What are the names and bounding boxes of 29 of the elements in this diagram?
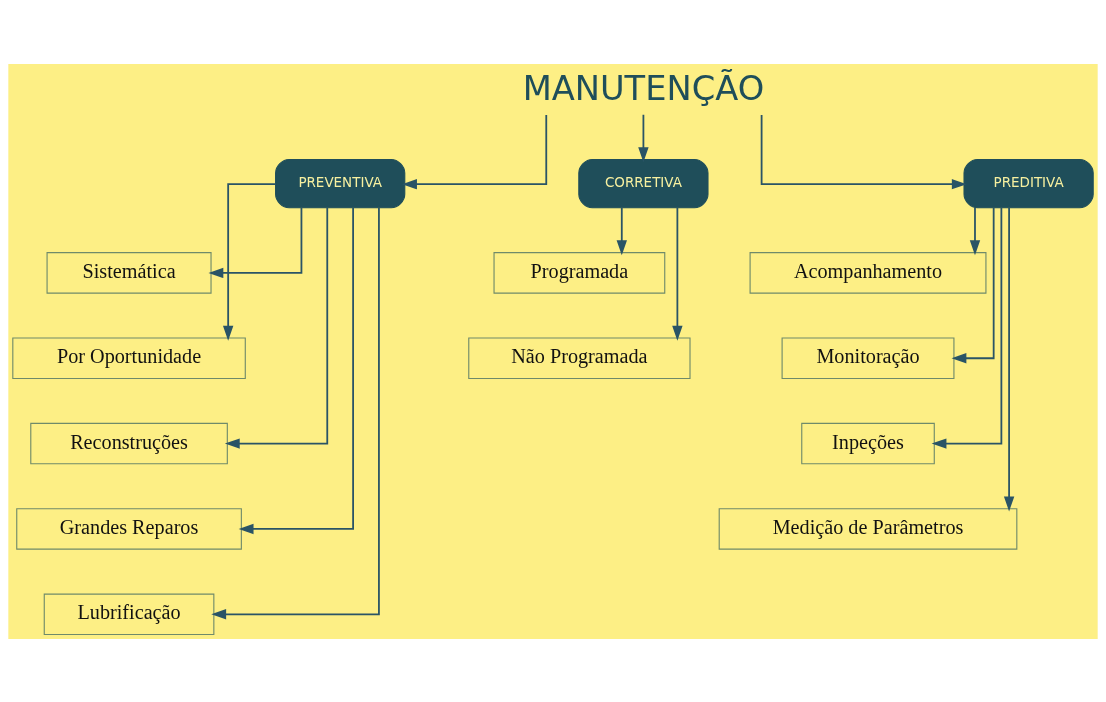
arrow (951, 206, 995, 363)
arrow (969, 206, 981, 255)
arrow (616, 206, 627, 255)
node-box: PREDITIVA (963, 158, 1094, 208)
node-box: Grandes Reparos (16, 507, 242, 550)
arrow (222, 182, 277, 341)
node-box: Não Programada (468, 336, 691, 379)
node-text: MANUTENÇÃO (522, 68, 765, 108)
arrow (638, 113, 649, 162)
arrow (238, 206, 354, 534)
node-box: CORRETIVA (578, 158, 709, 208)
node-box: Sistemática (46, 251, 212, 294)
node-box: Programada (493, 251, 666, 294)
node-box: Reconstruções (30, 422, 228, 464)
node-box: Inpeções (801, 422, 935, 464)
node-box: Medição de Parâmetros (718, 507, 1018, 550)
node-box: Monitoração (781, 336, 955, 379)
arrow (211, 206, 380, 619)
arrow (760, 113, 967, 189)
arrow (1003, 206, 1015, 511)
arrow (224, 206, 329, 449)
node-box: Por Oportunidade (12, 336, 246, 379)
node-box: Acompanhamento (749, 251, 987, 294)
node-box: PREVENTIVA (275, 158, 406, 208)
arrow (672, 206, 683, 341)
arrow (208, 206, 303, 278)
arrow (931, 206, 1003, 449)
arrow (402, 113, 548, 189)
node-box: Lubrificação (43, 593, 215, 635)
